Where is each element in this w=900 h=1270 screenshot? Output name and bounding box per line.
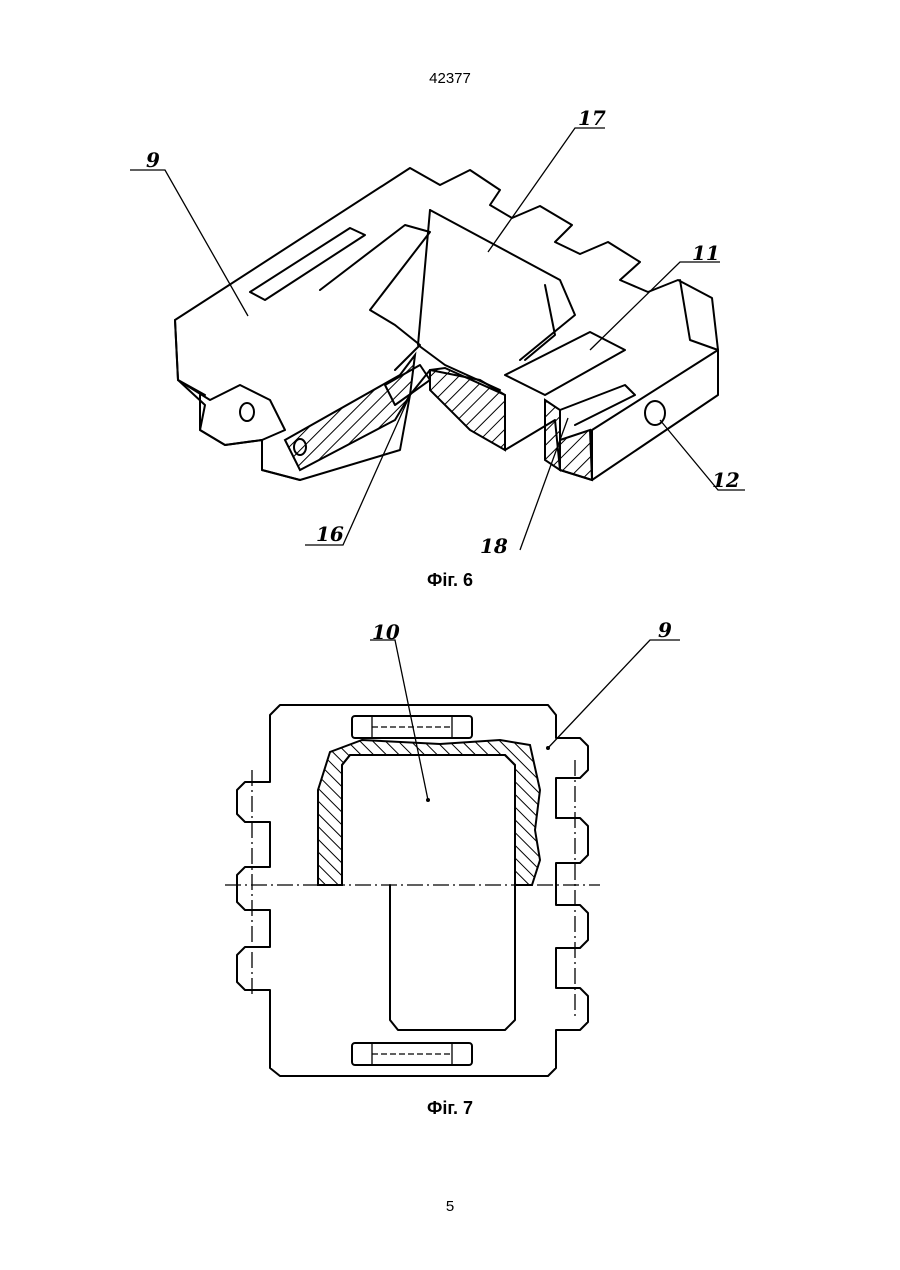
label-17: 17 [578,108,606,128]
section-hatched-band [318,740,540,885]
plate-outline [237,705,588,1076]
figure-6-caption: Фіг. 6 [350,570,550,591]
page-number: 5 [0,1198,900,1215]
label-16: 16 [316,524,344,544]
figure-7-caption: Фіг. 7 [350,1098,550,1119]
label-9-fig7: 9 [658,620,672,640]
figure-6-drawing [0,0,900,600]
label-18: 18 [480,536,508,556]
label-10: 10 [372,622,400,642]
label-12: 12 [712,470,740,490]
label-11: 11 [692,243,720,263]
label-9-fig6: 9 [146,150,160,170]
block-top-face [175,168,718,480]
